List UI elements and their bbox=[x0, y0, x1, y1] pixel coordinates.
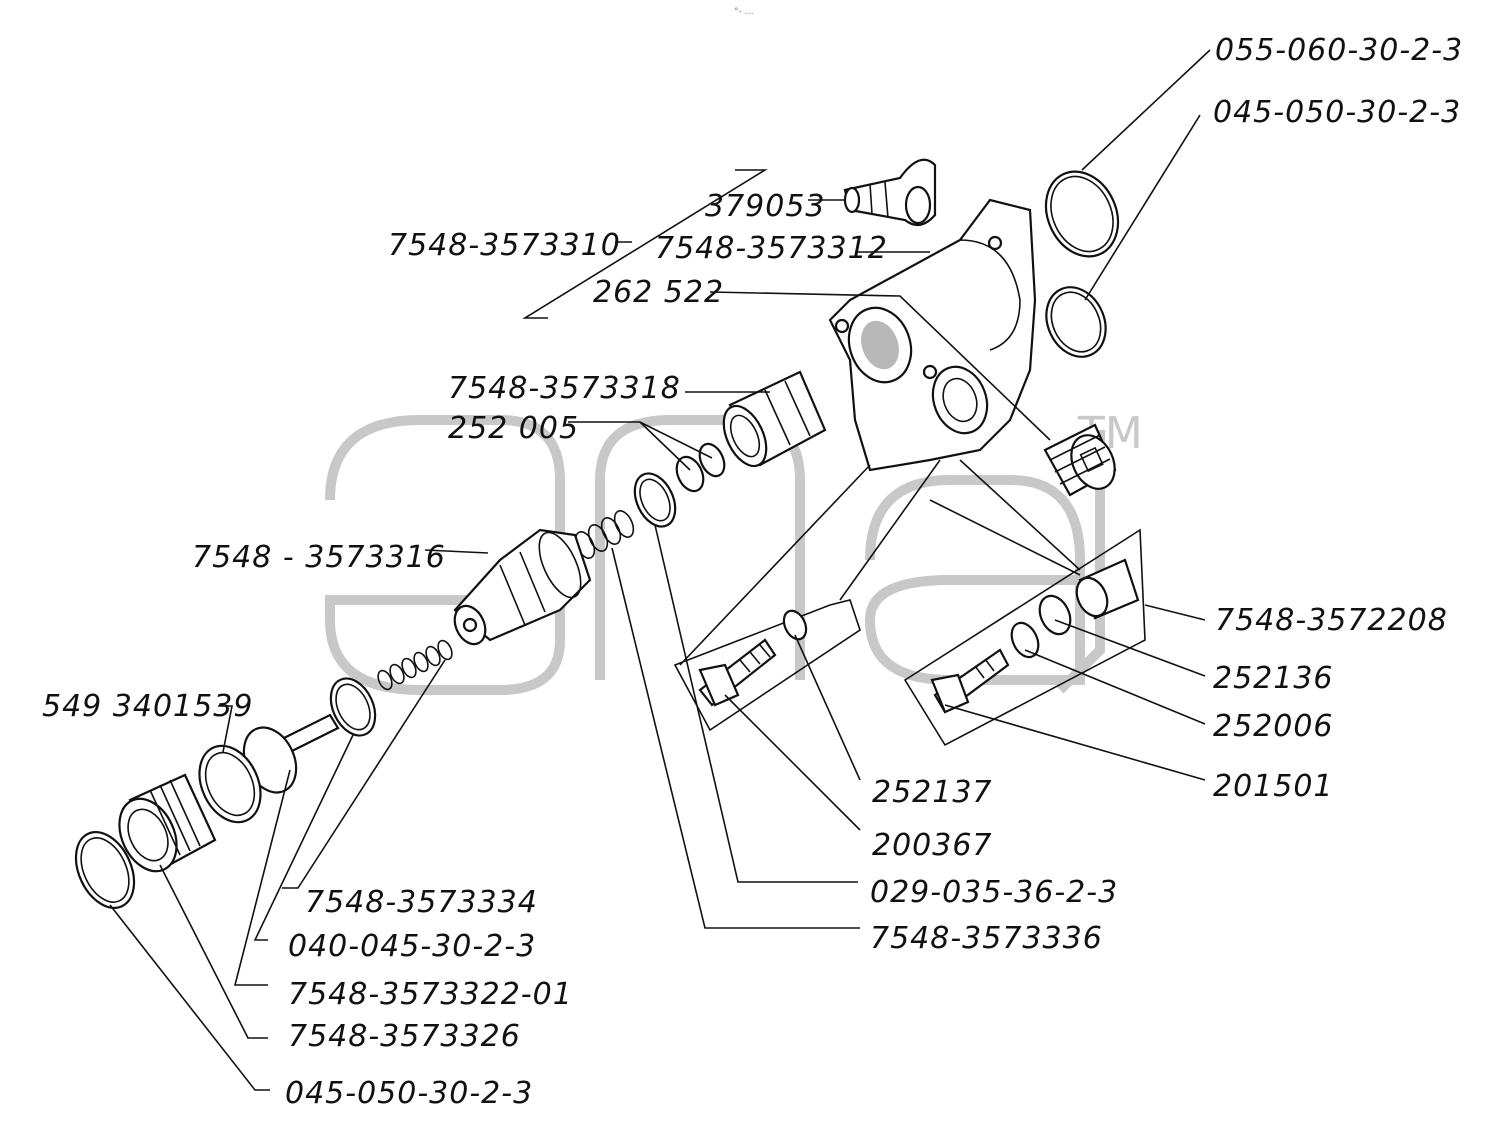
square-plug bbox=[1043, 423, 1117, 497]
label-200367: 200367 bbox=[872, 828, 993, 863]
o-ring-029-035 bbox=[633, 472, 677, 528]
label-055-060-30-2-3: 055-060-30-2-3 bbox=[1215, 33, 1463, 68]
label-549-3401539: 549 3401539 bbox=[42, 689, 253, 724]
label-252005: 252 005 bbox=[448, 411, 579, 446]
label-252006: 252006 bbox=[1213, 709, 1334, 744]
label-379053: 379053 bbox=[705, 189, 826, 224]
spring-7548-3573336 bbox=[574, 510, 635, 559]
bracket-line-right bbox=[959, 459, 1081, 571]
label-040-045-30-2-3: 040-045-30-2-3 bbox=[288, 929, 536, 964]
label-7548-3573336: 7548-3573336 bbox=[870, 921, 1103, 956]
label-045-050-30-2-3-top: 045-050-30-2-3 bbox=[1213, 95, 1461, 130]
elbow-fitting-379053 bbox=[843, 158, 937, 227]
threaded-plug-7548-3573326 bbox=[118, 773, 217, 873]
o-ring-045-050-top bbox=[1045, 286, 1107, 358]
bolt-kit-left bbox=[673, 599, 861, 732]
bolt-kit-right bbox=[903, 528, 1146, 747]
label-7548-3573318: 7548-3573318 bbox=[448, 371, 681, 406]
label-7548-3573322-01: 7548-3573322-01 bbox=[288, 977, 573, 1012]
label-029-035-36-2-3: 029-035-36-2-3 bbox=[870, 875, 1118, 910]
label-7548-3573312: 7548-3573312 bbox=[655, 231, 888, 266]
leader-lines bbox=[109, 49, 1211, 1091]
ring-252005 bbox=[675, 442, 726, 493]
valve-body-7548-3573316 bbox=[453, 528, 592, 646]
label-7548-3573316: 7548 - 3573316 bbox=[192, 540, 446, 575]
snap-ring-549-3401539 bbox=[198, 744, 262, 824]
label-262522: 262 522 bbox=[593, 275, 724, 310]
label-045-050-30-2-3-bottom: 045-050-30-2-3 bbox=[285, 1076, 533, 1111]
label-252136: 252136 bbox=[1213, 661, 1334, 696]
part-labels: 055-060-30-2-3 045-050-30-2-3 379053 754… bbox=[42, 33, 1463, 1111]
label-7548-3573310: 7548-3573310 bbox=[388, 228, 621, 263]
label-7548-3572208: 7548-3572208 bbox=[1215, 603, 1448, 638]
bracket-line-left bbox=[679, 464, 871, 666]
o-ring-040-045 bbox=[329, 677, 377, 737]
bracket-line-left-2 bbox=[839, 459, 941, 601]
label-252137: 252137 bbox=[872, 775, 993, 810]
sleeve-7548-3573318 bbox=[722, 370, 827, 468]
spring-small-7548-3573334 bbox=[377, 639, 453, 691]
label-201501: 201501 bbox=[1213, 769, 1334, 804]
label-7548-3573334: 7548-3573334 bbox=[305, 885, 538, 920]
valve-housing bbox=[828, 198, 1037, 472]
bracket-line-right-2 bbox=[929, 499, 1081, 576]
o-ring-055-060 bbox=[1044, 170, 1120, 258]
label-7548-3573326: 7548-3573326 bbox=[288, 1019, 521, 1054]
header-note: °‑ … bbox=[734, 7, 754, 17]
o-ring-045-050-bottom bbox=[74, 831, 136, 909]
